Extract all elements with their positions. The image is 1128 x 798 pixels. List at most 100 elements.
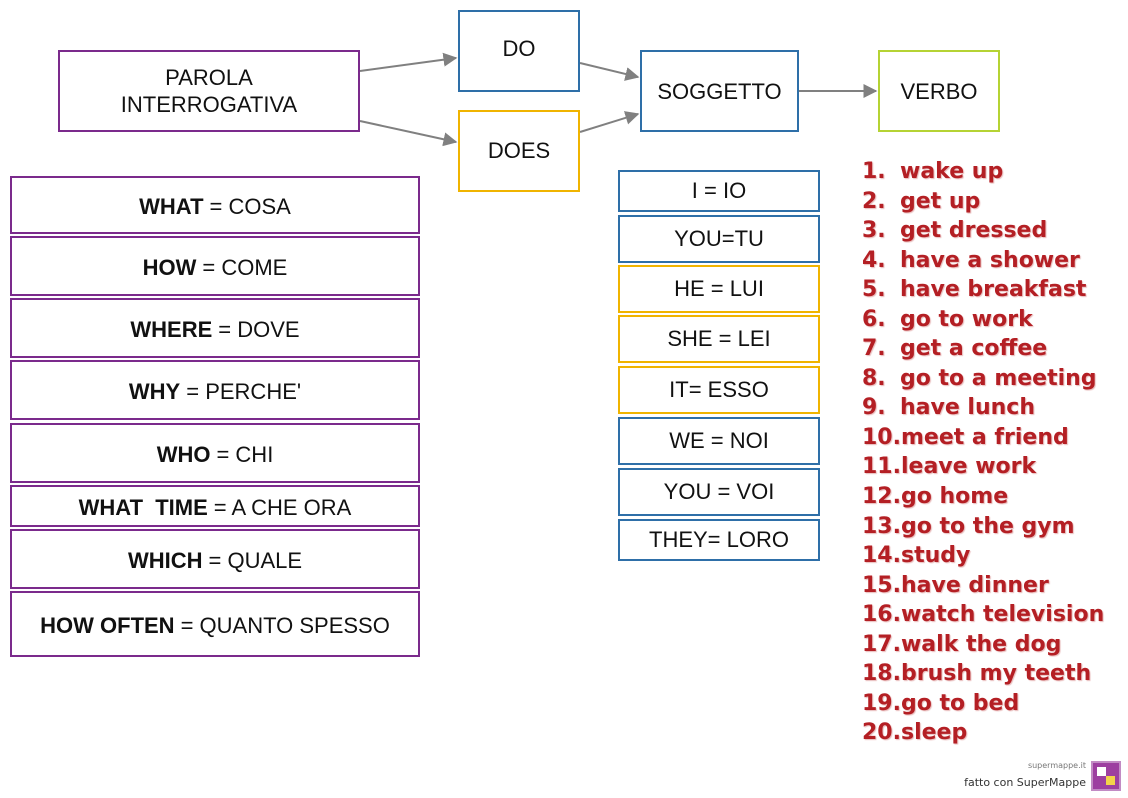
- verb-text: have dinner: [900, 572, 1049, 598]
- verb-text: have breakfast: [900, 277, 1087, 303]
- verb-text: go to a meeting: [900, 365, 1097, 391]
- verb-text: go home: [900, 484, 1009, 510]
- verbo-box: VERBO: [878, 50, 1000, 132]
- list-item: 14.study: [862, 541, 1104, 571]
- arrow-parola-to-do: [359, 52, 458, 72]
- verb-text: study: [900, 543, 971, 569]
- verb-number: 2.: [862, 188, 886, 214]
- verb-text: go to bed: [900, 690, 1020, 716]
- question-word-english: WHO: [156, 442, 211, 467]
- verb-number: 16.: [862, 602, 901, 628]
- verb-number: 18.: [862, 661, 901, 687]
- question-word-italian: = QUALE: [208, 548, 303, 573]
- list-item: 10.meet a friend: [862, 423, 1104, 453]
- verb-text: get dressed: [900, 218, 1048, 244]
- verb-list: 1.wake up 2. get up 3. get dressed 4. have …: [862, 157, 1104, 748]
- verb-number: 6.: [862, 306, 886, 332]
- pronoun-you-plural: YOU = VOI: [618, 468, 820, 516]
- list-item: 15.have dinner: [862, 571, 1104, 601]
- arrow-does-to-soggetto: [579, 111, 640, 133]
- verb-number: 7.: [862, 336, 886, 362]
- pronoun-you-singular: YOU=TU: [618, 215, 820, 263]
- question-word-italian: = COME: [202, 255, 288, 280]
- verb-text: watch television: [900, 602, 1105, 628]
- verb-number: 20.: [862, 720, 901, 746]
- verb-number: 19.: [862, 690, 901, 716]
- verb-number: 14.: [862, 543, 901, 569]
- question-word-english: WHERE: [130, 317, 213, 342]
- question-word-what: WHAT= COSA: [10, 176, 420, 234]
- list-item: 13.go to the gym: [862, 512, 1104, 542]
- verb-number: 8.: [862, 365, 886, 391]
- soggetto-box: SOGGETTO: [640, 50, 799, 132]
- verb-number: 9.: [862, 395, 886, 421]
- question-word-italian: = DOVE: [218, 317, 300, 342]
- question-word-english: HOW OFTEN: [40, 613, 175, 638]
- question-word-where: WHERE= DOVE: [10, 298, 420, 358]
- verb-text: get a coffee: [900, 336, 1048, 362]
- do-box: DO: [458, 10, 580, 92]
- verb-number: 3.: [862, 218, 886, 244]
- pronoun-she: SHE = LEI: [618, 315, 820, 363]
- verb-text: wake up: [900, 159, 1004, 184]
- question-word-why: WHY= PERCHE': [10, 360, 420, 420]
- question-word-how: HOW= COME: [10, 236, 420, 296]
- question-word-how-often: HOW OFTEN= QUANTO SPESSO: [10, 591, 420, 657]
- verb-number: 15.: [862, 572, 901, 598]
- verb-number: 11.: [862, 454, 901, 480]
- verb-text: brush my teeth: [900, 661, 1092, 687]
- footer-site: supermappe.it: [1027, 761, 1086, 770]
- list-item: 3. get dressed: [862, 216, 1104, 246]
- question-word-italian: = A CHE ORA: [213, 495, 352, 520]
- list-item: 18.brush my teeth: [862, 659, 1104, 689]
- list-item: 12.go home: [862, 482, 1104, 512]
- list-item: 2. get up: [862, 187, 1104, 217]
- list-item: 1.wake up: [862, 157, 1104, 187]
- question-word-which: WHICH= QUALE: [10, 529, 420, 589]
- list-item: 8. go to a meeting: [862, 364, 1104, 394]
- footer-watermark: supermappe.it fatto con SuperMappe: [964, 761, 1086, 790]
- verb-text: go to the gym: [900, 513, 1075, 539]
- question-word-what-time: WHAT TIME= A CHE ORA: [10, 485, 420, 527]
- question-word-english: WHAT: [139, 194, 204, 219]
- verb-text: have a shower: [900, 247, 1080, 273]
- verb-number: 17.: [862, 631, 901, 657]
- parola-interrogativa-box: PAROLA INTERROGATIVA: [58, 50, 360, 132]
- list-item: 5. have breakfast: [862, 275, 1104, 305]
- pronoun-i: I = IO: [618, 170, 820, 212]
- verb-number: 5.: [862, 277, 886, 303]
- question-word-english: WHAT TIME: [78, 495, 208, 520]
- verb-number: 10.: [862, 424, 901, 450]
- list-item: 11.leave work: [862, 452, 1104, 482]
- does-box: DOES: [458, 110, 580, 192]
- verb-text: meet a friend: [900, 424, 1069, 450]
- pronoun-it: IT= ESSO: [618, 366, 820, 414]
- verb-text: leave work: [900, 454, 1037, 480]
- question-word-english: HOW: [142, 255, 197, 280]
- pronoun-he: HE = LUI: [618, 265, 820, 313]
- verb-number: 4.: [862, 247, 886, 273]
- question-word-italian: = PERCHE': [186, 379, 302, 404]
- verb-text: get up: [900, 188, 981, 214]
- arrow-parola-to-does: [359, 120, 458, 147]
- verb-number: 12.: [862, 484, 901, 510]
- list-item: 9.have lunch: [862, 393, 1104, 423]
- list-item: 20.sleep: [862, 718, 1104, 748]
- list-item: 16.watch television: [862, 600, 1104, 630]
- footer-made-with: fatto con SuperMappe: [964, 776, 1086, 789]
- verb-number: 13.: [862, 513, 901, 539]
- list-item: 17.walk the dog: [862, 630, 1104, 660]
- supermappe-logo-icon: [1091, 761, 1121, 791]
- arrow-do-to-soggetto: [579, 62, 640, 81]
- list-item: 6.go to work: [862, 305, 1104, 335]
- question-word-italian: = CHI: [216, 442, 274, 467]
- verb-text: walk the dog: [900, 631, 1062, 657]
- pronoun-they: THEY= LORO: [618, 519, 820, 561]
- question-word-english: WHICH: [127, 548, 203, 573]
- list-item: 4. have a shower: [862, 246, 1104, 276]
- pronoun-we: WE = NOI: [618, 417, 820, 465]
- verb-text: sleep: [900, 720, 968, 746]
- question-word-english: WHY: [128, 379, 181, 404]
- question-word-italian: = QUANTO SPESSO: [180, 613, 390, 638]
